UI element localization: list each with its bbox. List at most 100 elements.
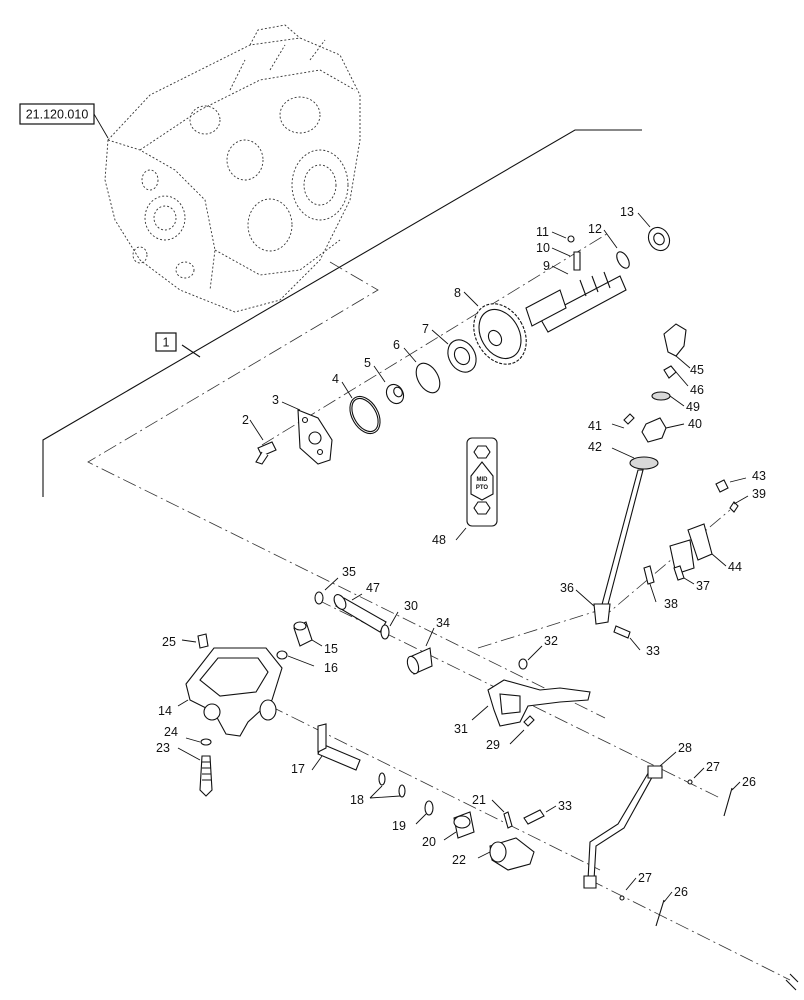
- callout-18: 18: [350, 793, 364, 807]
- callout-36: 36: [560, 581, 574, 595]
- group-frame: [42, 129, 642, 497]
- callout-12: 12: [588, 222, 602, 236]
- callout-33a: 33: [646, 644, 660, 658]
- callout-5: 5: [364, 356, 371, 370]
- lever-bracket-31: [471, 679, 591, 727]
- callout-32: 32: [544, 634, 558, 648]
- snap-ring-30: [380, 611, 399, 640]
- callout-45: 45: [690, 363, 704, 377]
- callout-26b: 26: [674, 885, 688, 899]
- svg-text:21.120.010: 21.120.010: [26, 108, 89, 122]
- pin-32: [518, 645, 543, 670]
- spring-37: [673, 565, 695, 585]
- callout-24: 24: [164, 725, 178, 739]
- pin-33-lower: [523, 805, 557, 825]
- cotter-26-upper: [723, 781, 741, 817]
- cover-plate-3: [281, 401, 333, 465]
- callout-3: 3: [272, 393, 279, 407]
- ball-11: [551, 231, 575, 243]
- callout-11: 11: [536, 225, 549, 239]
- bolt-23: [177, 747, 213, 797]
- pin-41: [611, 413, 635, 429]
- washer-24: [185, 737, 212, 746]
- housing-14: [177, 647, 283, 737]
- decal-48: MID PTO: [455, 437, 498, 541]
- bushing-34: [406, 627, 435, 675]
- bolt-2: [249, 419, 277, 465]
- reference-label[interactable]: 21.120.010: [19, 103, 109, 139]
- callout-16: 16: [324, 661, 338, 675]
- rod-28: [583, 751, 677, 889]
- callout-28: 28: [678, 741, 692, 755]
- callout-20: 20: [422, 835, 436, 849]
- shift-shaft-17: [311, 723, 361, 771]
- svg-text:PTO: PTO: [476, 485, 489, 491]
- callout-27a: 27: [706, 760, 720, 774]
- callout-38: 38: [664, 597, 678, 611]
- callout-21: 21: [472, 793, 486, 807]
- plug-25: [181, 633, 209, 649]
- svg-text:1: 1: [163, 336, 170, 350]
- callout-labels: 2 3 4 5 6 7 8 9 10 11 12 13 14 15 16 17 …: [156, 205, 766, 899]
- snap-ring-6: [403, 347, 441, 394]
- shaft-9: [525, 265, 627, 333]
- group-label[interactable]: 1: [155, 332, 177, 352]
- cotter-26-lower: [655, 891, 673, 927]
- washer-49: [651, 391, 685, 407]
- transmission-housing: [104, 24, 361, 313]
- callout-8: 8: [454, 286, 461, 300]
- callout-35: 35: [342, 565, 356, 579]
- bearing-5: [373, 365, 405, 405]
- callout-31: 31: [454, 722, 468, 736]
- block-40: [641, 417, 685, 443]
- callout-29: 29: [486, 738, 500, 752]
- callout-47: 47: [366, 581, 380, 595]
- callout-34: 34: [436, 616, 450, 630]
- callout-15: 15: [324, 642, 338, 656]
- snap-rings-18: [369, 772, 406, 799]
- pin-29: [509, 715, 535, 745]
- callout-42: 42: [588, 440, 602, 454]
- pin-33-upper: [613, 625, 641, 651]
- callout-13: 13: [620, 205, 634, 219]
- bracket-44: [669, 523, 727, 575]
- callout-41: 41: [588, 419, 602, 433]
- callout-49: 49: [686, 400, 700, 414]
- pin-38: [643, 565, 657, 603]
- knob-45: [663, 323, 691, 369]
- washer-42: [611, 447, 659, 470]
- callout-9: 9: [543, 259, 550, 273]
- lever-rod-36: [575, 469, 644, 625]
- callout-7: 7: [422, 322, 429, 336]
- pin-27-lower: [619, 877, 637, 901]
- bearing-7: [431, 329, 477, 373]
- callout-23: 23: [156, 741, 170, 755]
- washer-35: [314, 577, 339, 605]
- pin-27-upper: [687, 767, 705, 785]
- bearing-13: [637, 212, 671, 252]
- corner-mark: [785, 973, 799, 991]
- callout-4: 4: [332, 372, 339, 386]
- callout-44: 44: [728, 560, 742, 574]
- shaft-47: [333, 593, 387, 633]
- callout-2: 2: [242, 413, 249, 427]
- callout-6: 6: [393, 338, 400, 352]
- plug-15: [293, 621, 323, 647]
- seal-16: [276, 650, 315, 667]
- callout-30: 30: [404, 599, 418, 613]
- spring-pin-10: [551, 247, 581, 271]
- callout-37: 37: [696, 579, 710, 593]
- callout-40: 40: [688, 417, 702, 431]
- callout-46: 46: [690, 383, 704, 397]
- seal-ring-4: [341, 381, 381, 435]
- callout-48: 48: [432, 533, 446, 547]
- gear-8: [463, 291, 527, 365]
- snap-ring-19: [415, 800, 434, 825]
- callout-25: 25: [162, 635, 176, 649]
- callout-33b: 33: [558, 799, 572, 813]
- snap-ring-12: [603, 229, 630, 269]
- pin-21: [491, 799, 513, 829]
- callout-10: 10: [536, 241, 550, 255]
- bolt-43: [715, 477, 747, 493]
